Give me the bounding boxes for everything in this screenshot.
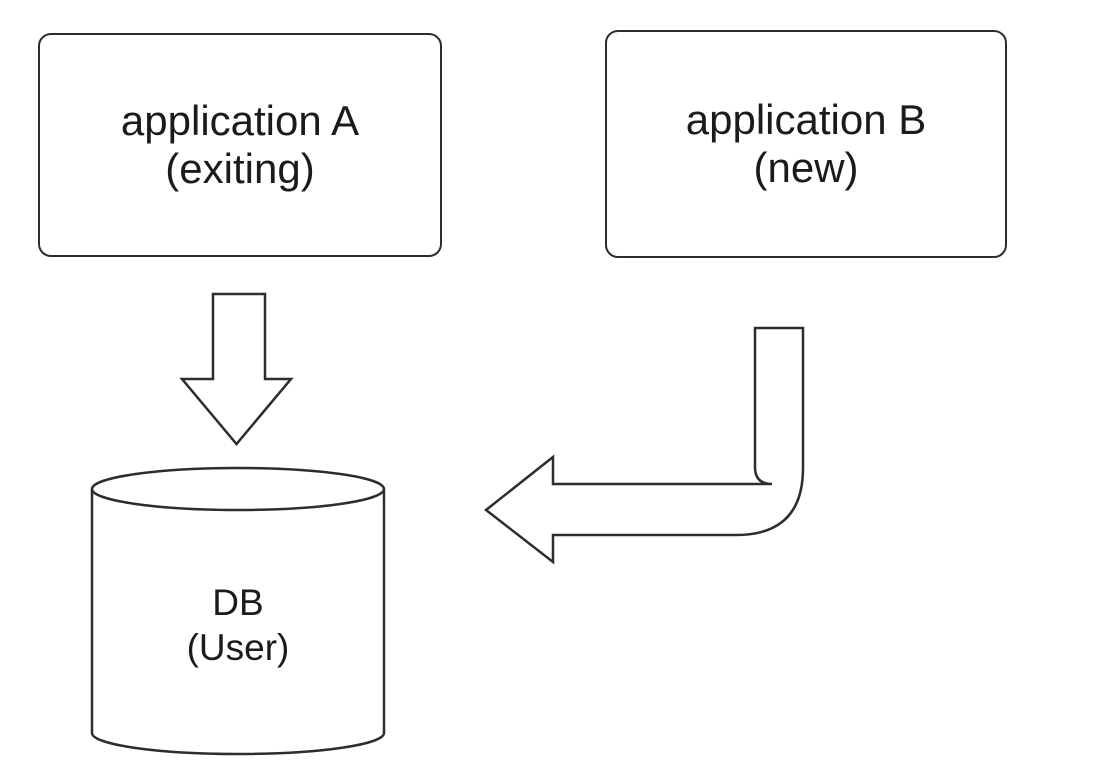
down-block-arrow — [182, 294, 291, 444]
node-application-a-label-line1: application A — [120, 97, 360, 144]
node-db-label: DB (User) — [92, 580, 384, 670]
node-application-a-label-line2: (exiting) — [165, 145, 315, 192]
node-application-b-label-line1: application B — [685, 96, 927, 143]
node-application-b-label-line2: (new) — [753, 144, 859, 191]
db-cylinder-body — [92, 489, 384, 754]
node-db-label-line1: DB — [212, 582, 264, 623]
db-cylinder-top — [92, 468, 384, 510]
node-application-a: application A (exiting) — [38, 33, 442, 257]
bent-block-arrow — [486, 328, 803, 562]
node-application-b: application B (new) — [605, 30, 1007, 258]
node-db-label-line2: (User) — [186, 627, 290, 668]
